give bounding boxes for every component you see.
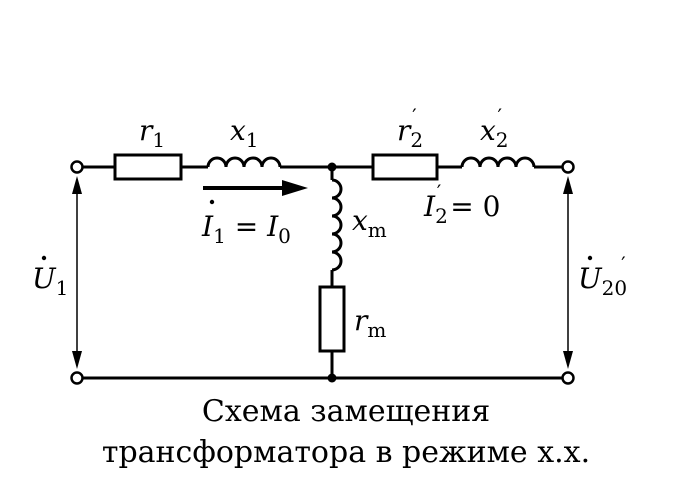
label-r1: r1 [139, 114, 165, 152]
label-r2: r2′ [397, 104, 423, 152]
caption-line-2: трансформатора в режиме х.х. [102, 435, 590, 470]
svg-text:U1: U1 [32, 262, 68, 300]
resistor-r1 [113, 153, 183, 181]
svg-text:U20′: U20′ [578, 252, 627, 300]
resistor-r2 [371, 153, 439, 181]
inductor-x2 [460, 156, 536, 168]
current-arrow-i1 [203, 180, 308, 196]
voltage-arrow-u1 [72, 176, 82, 369]
label-xm: xm [352, 204, 387, 242]
resistor-rm [318, 285, 346, 353]
caption-line-1: Схема замещения [202, 394, 490, 429]
inductor-xm [331, 178, 343, 272]
label-rm: rm [354, 304, 386, 342]
label-x2: x2′ [480, 104, 509, 152]
terminal-right-top [561, 160, 575, 174]
label-i2: I2′ = 0 [423, 180, 500, 228]
terminal-right-bottom [561, 371, 575, 385]
svg-text:I1 = I0: I1 = I0 [201, 210, 291, 248]
terminal-left-top [70, 160, 84, 174]
label-u20: U20′ [578, 252, 627, 300]
terminal-left-bottom [70, 371, 84, 385]
label-x1: x1 [230, 114, 259, 152]
label-u1: U1 [32, 255, 68, 300]
voltage-arrow-u20 [563, 176, 573, 369]
label-i1-i0: I1 = I0 [201, 199, 291, 248]
inductor-x1 [206, 156, 282, 168]
